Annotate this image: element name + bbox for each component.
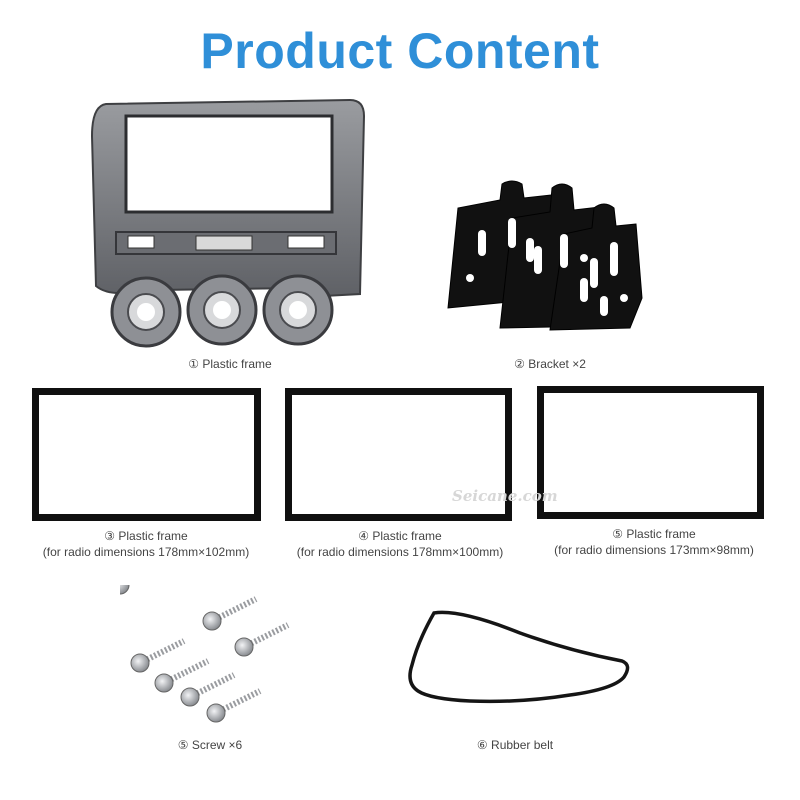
plastic-frame-173x98 bbox=[537, 386, 764, 519]
caption-plastic-frame-5: ⑤ Plastic frame (for radio dimensions 17… bbox=[526, 526, 782, 558]
screw-icon bbox=[120, 585, 300, 725]
caption-number: ⑥ bbox=[476, 738, 488, 752]
caption-subtext: (for radio dimensions 178mm×102mm) bbox=[42, 545, 250, 559]
caption-label: Rubber belt bbox=[491, 738, 554, 752]
plastic-frame-178x102 bbox=[32, 388, 261, 521]
caption-label: Bracket ×2 bbox=[528, 357, 586, 371]
caption-screw: ⑤ Screw ×6 bbox=[120, 737, 300, 753]
caption-number: ⑤ bbox=[612, 527, 624, 541]
caption-number: ③ bbox=[104, 529, 116, 543]
caption-rubber-belt: ⑥ Rubber belt bbox=[430, 737, 600, 753]
caption-number: ② bbox=[514, 357, 525, 371]
plastic-frame-178x100 bbox=[285, 388, 512, 521]
caption-label: Plastic frame bbox=[372, 529, 442, 543]
caption-number: ⑤ bbox=[177, 738, 189, 752]
caption-plastic-frame-3: ③ Plastic frame (for radio dimensions 17… bbox=[18, 528, 274, 560]
caption-subtext: (for radio dimensions 173mm×98mm) bbox=[554, 543, 754, 557]
caption-bracket: ② Bracket ×2 bbox=[450, 356, 650, 372]
caption-label: Plastic frame bbox=[202, 357, 272, 371]
bracket-icon bbox=[447, 180, 643, 331]
caption-label: Plastic frame bbox=[626, 527, 696, 541]
page-title: Product Content bbox=[200, 23, 600, 79]
rubber-belt-icon bbox=[408, 610, 630, 704]
dash-frame-icon bbox=[90, 98, 366, 348]
caption-label: Screw ×6 bbox=[191, 738, 243, 752]
watermark-text: Seicane.com bbox=[452, 487, 558, 505]
caption-number: ④ bbox=[358, 529, 370, 543]
caption-plastic-frame-1: ① Plastic frame bbox=[130, 356, 330, 372]
caption-subtext: (for radio dimensions 178mm×100mm) bbox=[296, 545, 504, 559]
caption-plastic-frame-4: ④ Plastic frame (for radio dimensions 17… bbox=[272, 528, 528, 560]
caption-label: Plastic frame bbox=[118, 529, 188, 543]
caption-number: ① bbox=[188, 357, 200, 371]
